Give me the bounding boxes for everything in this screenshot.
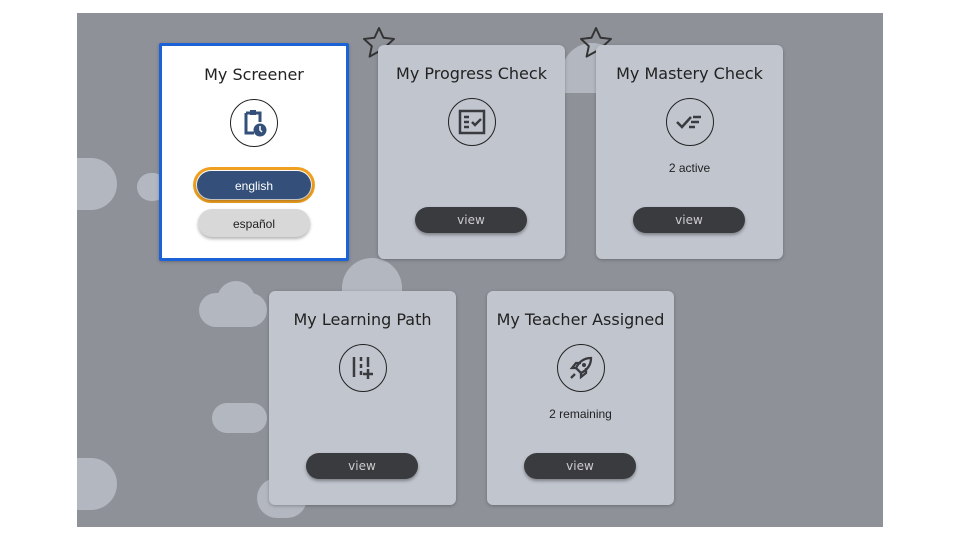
card-my-teacher-assigned[interactable]: My Teacher Assigned 2 remaining view [487, 291, 674, 505]
card-title: My Teacher Assigned [496, 310, 665, 329]
dashboard-background: My Screener english español My Progress … [77, 13, 883, 527]
clipboard-clock-icon [230, 99, 278, 147]
card-my-learning-path[interactable]: My Learning Path view [269, 291, 456, 505]
card-title: My Mastery Check [616, 64, 763, 83]
card-my-progress-check[interactable]: My Progress Check view [378, 45, 565, 259]
cloud [217, 281, 255, 319]
card-title: My Screener [204, 65, 304, 84]
path-add-icon [338, 344, 387, 392]
english-button[interactable]: english [197, 171, 311, 199]
card-title: My Progress Check [396, 64, 547, 83]
view-button[interactable]: view [415, 207, 527, 233]
card-my-screener[interactable]: My Screener english español [159, 43, 349, 261]
cloud [77, 458, 117, 510]
espanol-button[interactable]: español [198, 209, 310, 237]
view-button[interactable]: view [306, 453, 418, 479]
cloud [77, 158, 117, 210]
status-text: 2 remaining [549, 407, 612, 421]
status-text: 2 active [668, 161, 711, 175]
check-list-icon [665, 98, 714, 146]
rocket-icon [556, 344, 605, 392]
cloud [212, 403, 267, 433]
checklist-icon [447, 98, 496, 146]
card-title: My Learning Path [293, 310, 432, 329]
view-button[interactable]: view [633, 207, 745, 233]
card-my-mastery-check[interactable]: My Mastery Check 2 active view [596, 45, 783, 259]
view-button[interactable]: view [524, 453, 636, 479]
